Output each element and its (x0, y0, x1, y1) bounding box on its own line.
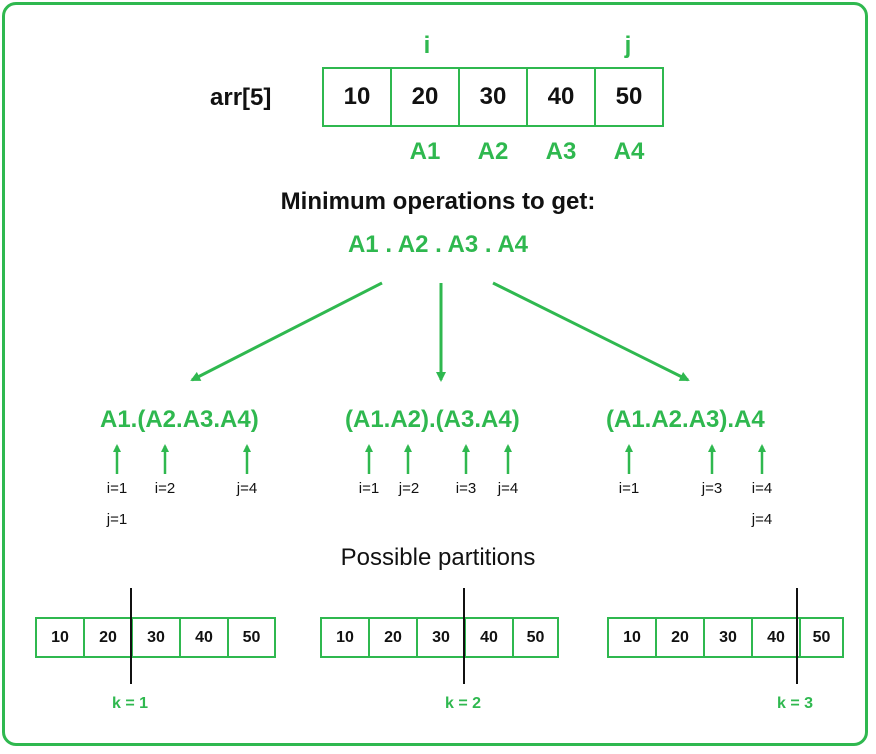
index-label: j=4 (497, 480, 519, 497)
array-cell: 40 (526, 67, 596, 127)
matrix-chain: A1 . A2 . A3 . A4 (347, 231, 529, 258)
index-label: i=1 (358, 480, 380, 497)
diagram-frame (2, 2, 868, 746)
index-label: j=4 (751, 511, 773, 528)
k-label: k = 1 (111, 695, 149, 712)
k-label: k = 2 (444, 695, 482, 712)
split-arrow (190, 281, 383, 382)
matrix-label: A4 (613, 138, 645, 165)
pointer-j-label: j (624, 32, 632, 59)
array-label: arr[5] (210, 84, 272, 111)
array-cell: 50 (594, 67, 664, 127)
split-expression: (A1.A2.A3).A4 (606, 406, 765, 433)
matrix-label: A1 (409, 138, 441, 165)
index-label: i=1 (618, 480, 640, 497)
index-label: j=2 (398, 480, 420, 497)
index-label: j=4 (236, 480, 258, 497)
partition-cell: 50 (227, 617, 276, 658)
index-label: j=1 (106, 511, 128, 528)
k-label: k = 3 (776, 695, 814, 712)
heading: Minimum operations to get: (280, 188, 596, 215)
index-label: j=3 (701, 480, 723, 497)
matrix-label: A2 (477, 138, 509, 165)
partitions-title: Possible partitions (340, 544, 536, 571)
index-label: i=3 (455, 480, 477, 497)
split-expression: A1.(A2.A3.A4) (100, 406, 259, 433)
index-label: i=1 (106, 480, 128, 497)
pointer-i-label: i (423, 32, 431, 59)
index-label: i=4 (751, 480, 773, 497)
split-arrow (492, 281, 690, 382)
partition-cell: 50 (512, 617, 559, 658)
split-expression: (A1.A2).(A3.A4) (345, 406, 520, 433)
index-label: i=2 (154, 480, 176, 497)
matrix-label: A3 (545, 138, 577, 165)
partition-cell: 50 (799, 617, 844, 658)
